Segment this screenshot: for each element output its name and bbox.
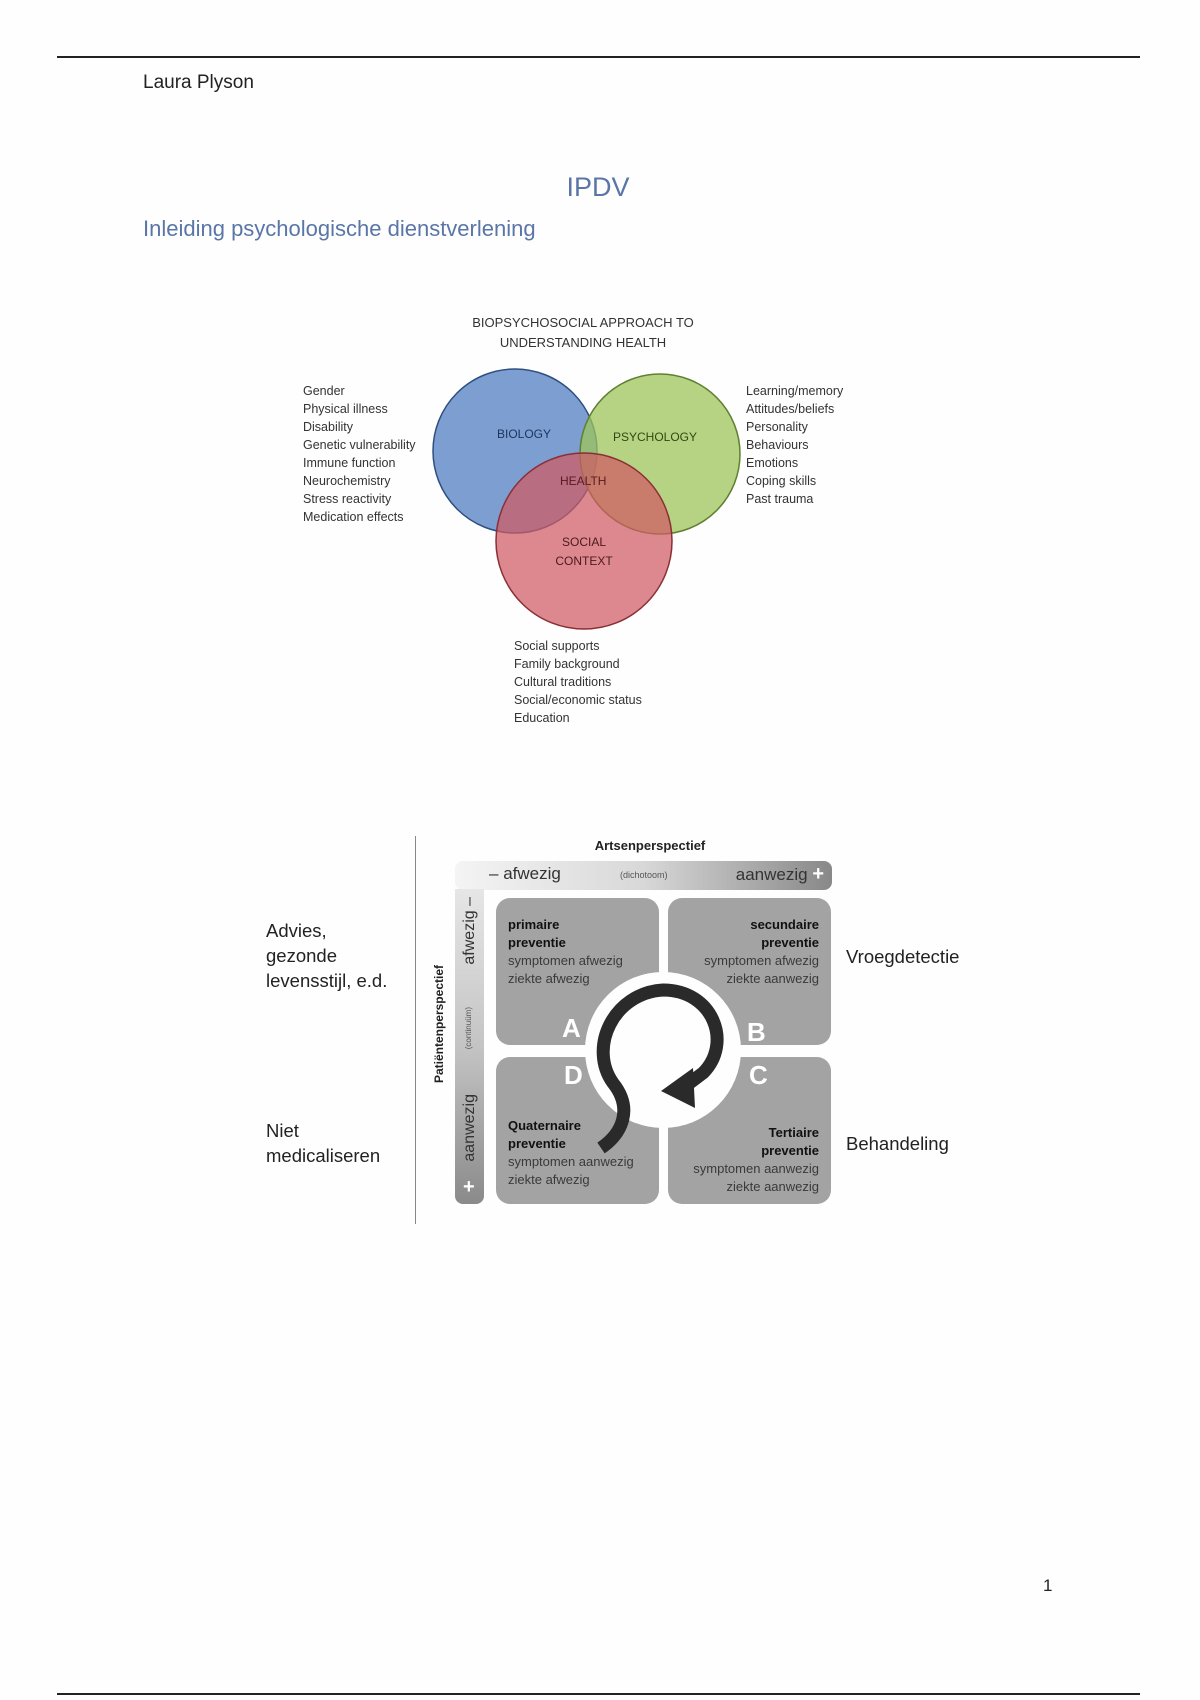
divider-line — [415, 836, 416, 1224]
quadrant-letter-a: A — [562, 1013, 581, 1043]
psychology-factors-list: Learning/memory Attitudes/beliefs Person… — [746, 382, 843, 508]
quadrant-text: ziekte afwezig — [508, 1172, 590, 1187]
axis-plus-label: aanwezig + — [735, 863, 824, 885]
quadrant-text: ziekte afwezig — [508, 971, 590, 986]
venn-title: BIOPSYCHOSOCIAL APPROACH TO UNDERSTANDIN… — [433, 313, 733, 353]
list-item: Genetic vulnerability — [303, 438, 416, 452]
list-item: Social supports — [514, 639, 600, 653]
quadrant-letter-c: C — [749, 1060, 768, 1090]
list-item: Social/economic status — [514, 693, 642, 707]
biology-label: BIOLOGY — [497, 427, 552, 441]
venn-diagram — [432, 368, 741, 630]
patient-perspective-title: Patiëntenperspectief — [432, 965, 446, 1084]
list-item: Behaviours — [746, 438, 809, 452]
psychology-label: PSYCHOLOGY — [613, 430, 698, 444]
list-item: Family background — [514, 657, 620, 671]
label-line: medicaliseren — [266, 1145, 381, 1166]
doctor-axis-bar: – afwezig (dichotoom) aanwezig + — [455, 861, 832, 890]
label-advice: Advies, gezonde levensstijl, e.d. — [266, 918, 387, 993]
doctor-perspective-title: Artsenperspectief — [594, 838, 706, 853]
document-subtitle: Inleiding psychologische dienstverlening — [143, 216, 536, 241]
venn-title-line2: UNDERSTANDING HEALTH — [499, 335, 667, 350]
list-item: Medication effects — [303, 510, 404, 524]
social-circle — [495, 452, 673, 630]
list-item: Physical illness — [303, 402, 388, 416]
quadrant-title: preventie — [761, 1143, 819, 1158]
axis-middle-label: (dichotoom) — [620, 870, 668, 880]
page-number: 1 — [1043, 1576, 1053, 1595]
list-item: Education — [514, 711, 570, 725]
list-item: Personality — [746, 420, 808, 434]
quadrant-title: primaire — [508, 917, 560, 932]
top-minus-text: afwezig — [503, 864, 561, 883]
label-vroegdetectie: Vroegdetectie — [846, 946, 960, 967]
label-line: Niet — [266, 1120, 299, 1141]
list-item: Stress reactivity — [303, 492, 392, 506]
venn-title-line1: BIOPSYCHOSOCIAL APPROACH TO — [472, 315, 694, 330]
list-item: Past trauma — [746, 492, 814, 506]
patient-axis-bar: afwezig – (continuüm) aanwezig + — [455, 889, 484, 1204]
quadrant-title: Tertiaire — [768, 1125, 819, 1140]
list-item: Coping skills — [746, 474, 817, 488]
quadrant-text: symptomen afwezig — [704, 953, 819, 968]
list-item: Learning/memory — [746, 384, 844, 398]
quadrant-letter-d: D — [564, 1060, 583, 1090]
left-minus-text: afwezig — [461, 910, 478, 965]
quadrant-text: symptomen aanwezig — [693, 1161, 819, 1176]
quadrant-letter-b: B — [747, 1017, 766, 1047]
social-label-line1: SOCIAL — [561, 535, 606, 549]
social-label-line2: CONTEXT — [555, 554, 613, 568]
label-line: Advies, — [266, 920, 327, 941]
quadrant-title: preventie — [761, 935, 819, 950]
list-item: Gender — [303, 384, 345, 398]
social-context-label: SOCIAL CONTEXT — [544, 533, 624, 571]
quadrant-title: Quaternaire — [508, 1118, 581, 1133]
label-line: levensstijl, e.d. — [266, 970, 388, 991]
label-line: gezonde — [266, 945, 337, 966]
quadrant-text: ziekte aanwezig — [726, 1179, 820, 1194]
label-behandeling: Behandeling — [846, 1133, 949, 1154]
biology-factors-list: Gender Physical illness Disability Genet… — [303, 382, 416, 526]
label-niet-medicaliseren: Niet medicaliseren — [266, 1118, 380, 1168]
list-item: Disability — [303, 420, 354, 434]
health-label: HEALTH — [560, 474, 607, 488]
list-item: Immune function — [303, 456, 396, 470]
quadrant-text: symptomen afwezig — [508, 953, 623, 968]
left-plus-label: aanwezig — [461, 1094, 478, 1162]
left-middle-label: (continuüm) — [464, 1007, 473, 1050]
header-rule — [57, 56, 1140, 58]
social-factors-list: Social supports Family background Cultur… — [514, 637, 642, 727]
axis-minus-label: – afwezig — [489, 864, 561, 883]
quadrant-text: symptomen aanwezig — [508, 1154, 634, 1169]
footer-rule — [57, 1693, 1140, 1695]
list-item: Emotions — [746, 456, 799, 470]
list-item: Cultural traditions — [514, 675, 612, 689]
quadrant-title: secundaire — [750, 917, 819, 932]
quadrant-title: preventie — [508, 1136, 566, 1151]
quadrant-text: ziekte aanwezig — [726, 971, 820, 986]
plus-icon: + — [463, 1176, 475, 1198]
list-item: Neurochemistry — [303, 474, 391, 488]
quadrant-title: preventie — [508, 935, 566, 950]
list-item: Attitudes/beliefs — [746, 402, 835, 416]
author-name: Laura Plyson — [143, 72, 254, 93]
top-plus-text: aanwezig — [735, 865, 808, 884]
left-minus-label: afwezig – — [461, 897, 478, 965]
document-title: IPDV — [566, 172, 630, 202]
cycle-arrow-icon — [585, 972, 741, 1154]
quadrant-b-secondary-prevention: secundaire preventie symptomen afwezig z… — [668, 898, 831, 1045]
